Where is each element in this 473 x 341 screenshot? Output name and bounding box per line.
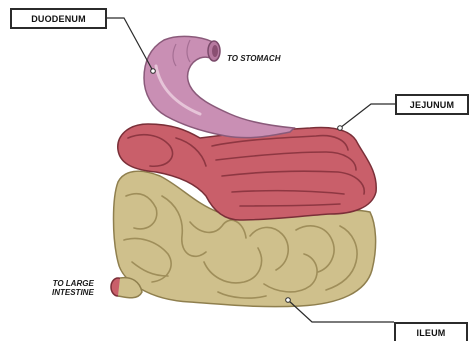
to-stomach-annotation: TO STOMACH (227, 54, 280, 63)
jejunum-label: JEJUNUM (395, 94, 469, 115)
duodenum-region (144, 36, 294, 137)
duodenum-pointer (151, 69, 156, 74)
to-large-intestine-line1: TO LARGE (52, 279, 94, 288)
ileum-pointer (286, 298, 291, 303)
ileum-label: ILEUM (394, 322, 468, 341)
to-large-intestine-annotation: TO LARGE INTESTINE (52, 279, 94, 297)
jejunum-pointer (338, 126, 343, 131)
duodenum-label: DUODENUM (10, 8, 107, 29)
jejunum-leader-line (340, 104, 395, 128)
to-large-intestine-line2: INTESTINE (52, 288, 94, 297)
